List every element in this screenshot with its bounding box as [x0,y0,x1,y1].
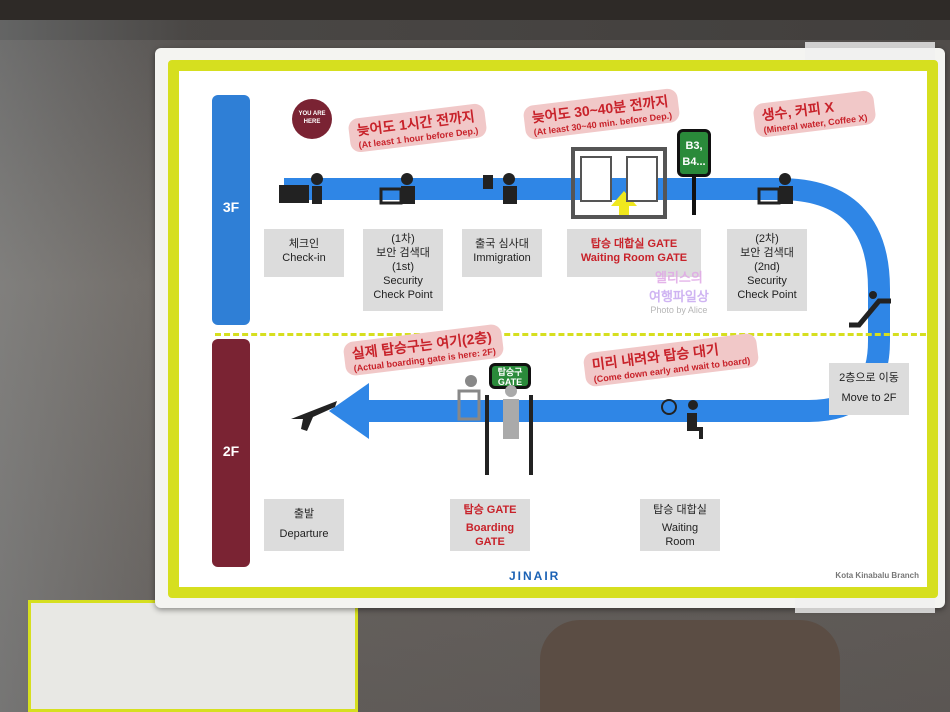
you-are-here-pin: YOU ARE HERE [292,99,332,139]
label-en: Immigration [473,252,531,264]
label-waiting-room-gate: 탑승 대합실 GATE Waiting Room GATE [567,229,701,277]
floor-label-3f: 3F [222,199,240,215]
label-en: Check Point [373,289,433,301]
airport-flow-board: 3F 2F YOU ARE HERE B3, B4... [168,60,938,598]
branch-name: Kota Kinabalu Branch [835,571,919,580]
person-background [540,620,840,712]
floor-label-2f: 2F [222,443,240,459]
label-en: (1st) [392,261,414,273]
label-en: Check-in [282,252,326,264]
security-officer-icon [757,173,793,205]
watermark-line: 엘리스의 [654,270,703,285]
label-en: Boarding [465,522,515,534]
label-en: Room [665,536,695,548]
label-en: GATE [475,536,505,548]
label-second-security: (2차) 보안 검색대 (2nd) Security Check Point [727,229,807,311]
label-en: Move to 2F [841,392,897,404]
label-ko: 출국 심사대 [475,238,529,250]
label-en: Check Point [737,289,797,301]
check-in-icon [279,173,323,204]
label-first-security: (1차) 보안 검색대 (1st) Security Check Point [363,229,443,311]
escalator-icon [849,291,891,328]
boarding-gate-icon [457,375,533,475]
label-en: Waiting Room GATE [580,252,688,264]
label-ko: 탑승 대합실 [653,504,707,516]
label-ko: 보안 검색대 [376,247,430,259]
watermark-line: 여행파일상 [649,289,709,304]
watermark-line: Photo by Alice [650,305,708,315]
security-officer-icon [379,173,415,205]
airplane-icon [291,401,337,431]
label-move-to-2f: 2층으로 이동 Move to 2F [829,363,909,415]
label-waiting-room: 탑승 대합실 Waiting Room [640,499,720,551]
waiting-person-icon [661,399,703,439]
elevator-floor-sign: B3, B4... [677,129,711,177]
label-en: Waiting [661,522,699,534]
label-en: Security [383,275,423,287]
label-ko: 출발 [293,508,315,520]
label-ko: (1차) [391,233,415,245]
label-ko: 탑승 GATE [463,504,517,516]
sign-pole [692,177,696,215]
label-check-in: 체크인 Check-in [264,229,344,277]
you-are-here-text: YOU ARE HERE [298,111,326,125]
jinair-logo: JINAIR [509,569,561,583]
elevator-sign-line: B4... [682,156,706,168]
label-en: Departure [279,528,329,540]
label-ko: 2층으로 이동 [839,372,899,384]
label-boarding-gate: 탑승 GATE Boarding GATE [450,499,530,551]
tape [795,593,935,613]
immigration-icon [483,173,517,204]
label-ko: 체크인 [288,238,320,250]
floor-divider [215,333,935,336]
watermark: 엘리스의 여행파일상 Photo by Alice [649,267,709,315]
label-immigration: 출국 심사대 Immigration [462,229,542,277]
label-ko: 보안 검색대 [740,247,794,259]
gate-sign-line: GATE [497,377,523,387]
seat-map-document [28,600,358,712]
boarding-gate-sign: 탑승구 GATE [489,363,531,389]
ceiling [0,0,950,40]
floor-3f-strip: 3F [212,95,250,325]
label-en: Security [747,275,787,287]
tape [805,42,935,64]
gate-door-icon [571,147,667,219]
label-ko: 탑승 대합실 GATE [590,238,678,250]
floor-2f-strip: 2F [212,339,250,567]
label-ko: (2차) [755,233,779,245]
elevator-sign-line: B3, [685,140,703,152]
gate-sign-line: 탑승구 [497,367,523,377]
label-departure: 출발 Departure [264,499,344,551]
label-en: (2nd) [754,261,780,273]
